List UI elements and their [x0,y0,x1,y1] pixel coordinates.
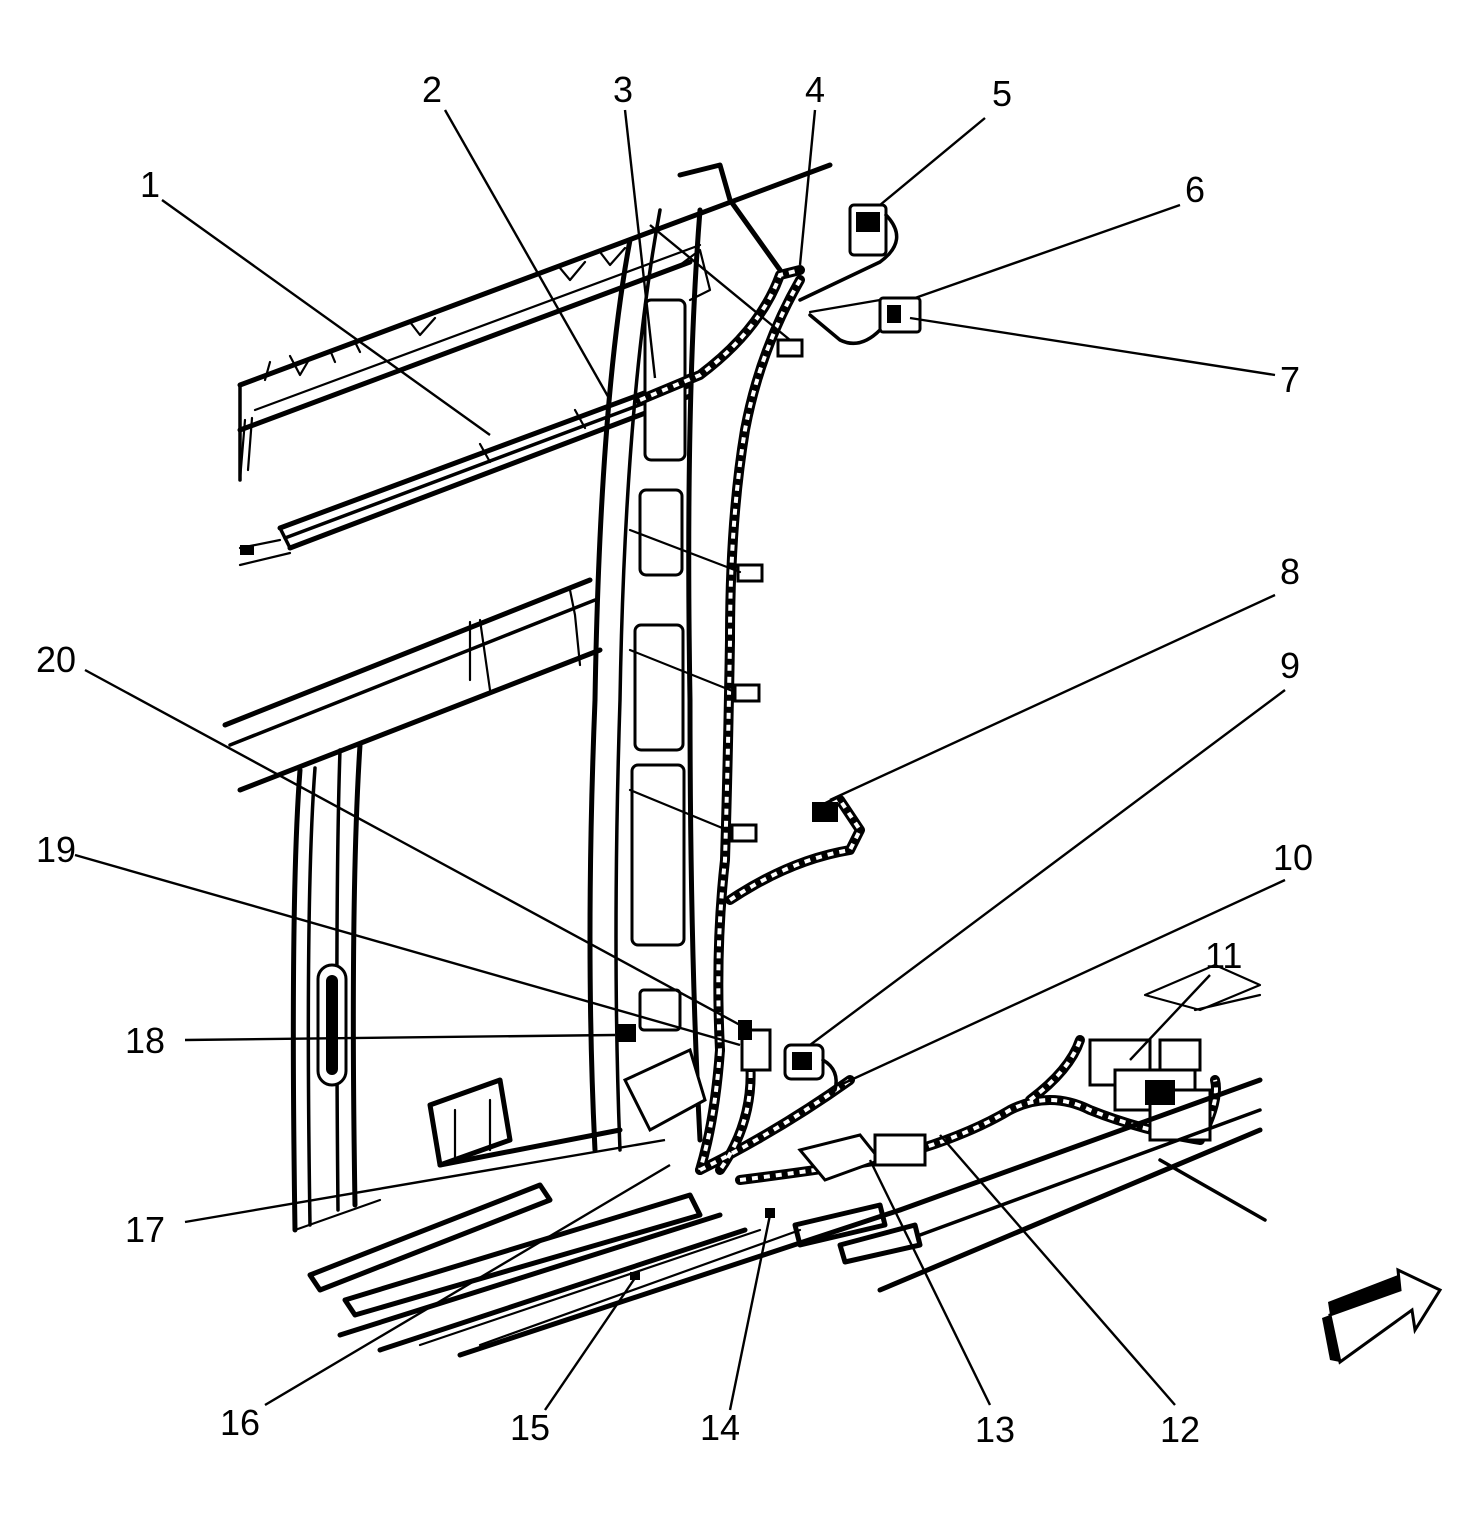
leader-13 [868,1159,992,1406]
callout-10: 10 [1273,837,1313,878]
callout-6: 6 [1185,169,1205,210]
connector-18 [616,1024,636,1042]
leader-2 [443,109,612,401]
leader-14 [728,1214,772,1411]
leader-1 [161,199,491,436]
leader-9 [809,689,1286,1046]
junction-13 [797,1133,927,1182]
callout-8: 8 [1280,551,1300,592]
connector-5 [798,203,899,302]
rear-pillar [290,742,382,1233]
leader-5 [879,117,986,206]
leader-lines [74,109,1286,1411]
callout-2: 2 [422,69,442,110]
leader-10 [839,878,1286,1087]
leader-17 [184,1138,666,1224]
leader-19 [74,853,741,1047]
callout-14: 14 [700,1407,740,1448]
callout-4: 4 [805,69,825,110]
connector-6-7 [808,296,922,346]
callout-labels: 1 2 3 4 5 6 7 8 9 10 11 12 13 14 15 16 1… [36,69,1313,1450]
callout-15: 15 [510,1407,550,1448]
leader-7 [909,316,1276,377]
leader-18 [184,1033,616,1042]
connector-19-20 [738,1020,772,1072]
leader-3b [649,224,791,341]
module-11 [1088,1038,1212,1142]
leader-20 [84,668,741,1027]
leader-8 [829,593,1276,802]
arrow-right-icon [1322,1267,1443,1365]
leader-3 [623,109,657,379]
leader-4 [798,109,817,266]
leader-12 [939,1134,1176,1406]
connectors [616,203,1212,1182]
callout-17: 17 [125,1209,165,1250]
side-rail-trim [238,373,693,567]
connector-8 [812,802,838,822]
leader-16 [264,1163,671,1407]
callout-3: 3 [613,69,633,110]
b-pillar [587,162,783,1153]
callout-19: 19 [36,829,76,870]
callout-18: 18 [125,1020,165,1061]
connector-9 [783,1043,838,1092]
callout-20: 20 [36,639,76,680]
callout-11: 11 [1205,935,1242,976]
callout-1: 1 [140,164,160,205]
callout-9: 9 [1280,645,1300,686]
callout-5: 5 [992,73,1012,114]
mid-body-panel [222,577,603,793]
leader-15 [544,1277,636,1411]
callout-7: 7 [1280,359,1300,400]
floor-sill [307,963,1267,1358]
leader-11 [1129,974,1211,1061]
connector-17 [622,1047,707,1133]
callout-16: 16 [220,1402,260,1443]
leader-6 [914,203,1181,300]
callout-13: 13 [975,1409,1015,1450]
callout-12: 12 [1160,1409,1200,1450]
